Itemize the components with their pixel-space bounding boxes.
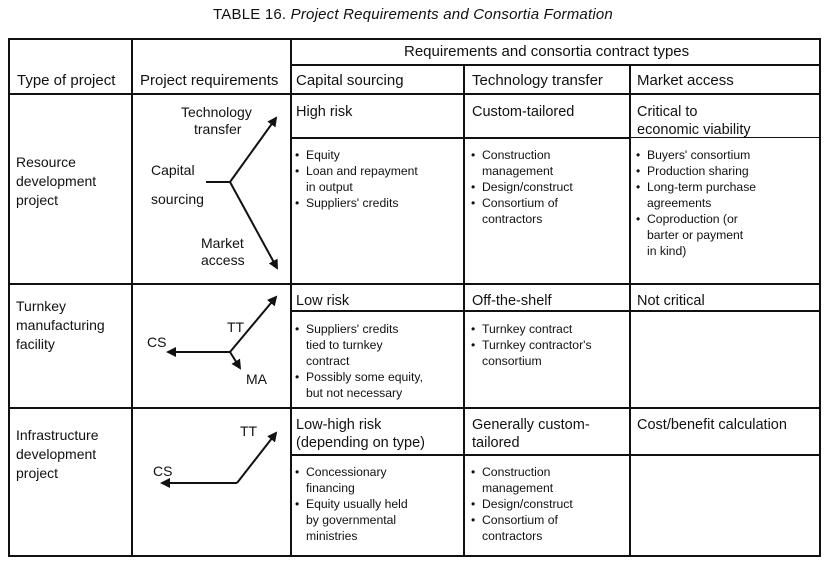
label-line: Technology	[181, 104, 252, 120]
list-item: Design/construct	[471, 179, 573, 195]
label-line: Market	[201, 235, 244, 251]
label-cs-row3: CS	[153, 463, 173, 479]
arrow-tt-row3	[236, 431, 278, 484]
row3-type-line: development	[16, 446, 97, 462]
row2-capital-head: Low risk	[296, 293, 350, 309]
row1-type-line: development	[16, 173, 97, 189]
list-item: Production sharing	[636, 163, 756, 179]
head-line: economic viability	[637, 122, 751, 138]
arrow-ma-row2	[229, 351, 242, 370]
row1-type-line: project	[16, 192, 59, 208]
row2-type-line: manufacturing	[16, 317, 105, 333]
row2-type-line: facility	[16, 336, 55, 352]
row3-type-line: project	[16, 465, 59, 481]
label-line: access	[201, 252, 245, 268]
header-type-of-project: Type of project	[17, 72, 116, 89]
header-technology-transfer: Technology transfer	[472, 72, 603, 89]
group-header-rule	[290, 64, 821, 66]
label-sourcing: sourcing	[151, 191, 204, 207]
row1-market-head: Critical to economic viability	[637, 103, 751, 139]
table-border-bottom	[8, 555, 821, 557]
row1-capital-head: High risk	[296, 104, 353, 120]
row3-type: Infrastructure development project	[16, 426, 98, 483]
row2-type-line: Turnkey	[16, 298, 67, 314]
row2-market-head: Not critical	[637, 293, 705, 309]
row2-type: Turnkey manufacturing facility	[16, 297, 105, 354]
row2-tech-head: Off-the-shelf	[472, 293, 552, 309]
table-border-left	[8, 38, 10, 557]
subrule-r2	[290, 310, 819, 312]
label-tt-row3: TT	[240, 423, 258, 439]
table-border-right	[819, 38, 821, 557]
row1-type-line: Resource	[16, 154, 76, 170]
row2-tech-list: Turnkey contract Turnkey contractor'scon…	[471, 321, 592, 369]
label-capital: Capital	[151, 162, 195, 178]
row-rule-1	[8, 283, 821, 285]
label-tt-row2: TT	[227, 319, 245, 335]
table-number: TABLE 16.	[213, 6, 287, 23]
list-item: Design/construct	[471, 496, 573, 512]
table-name: Project Requirements and Consortia Forma…	[290, 6, 613, 23]
header-project-requirements: Project requirements	[140, 72, 279, 89]
header-rule	[8, 93, 821, 95]
subrule-r1-market	[629, 137, 819, 138]
subrule-r3	[290, 454, 819, 456]
subrule-r1	[290, 137, 629, 139]
label-cs-row2: CS	[147, 334, 167, 350]
head-line: (depending on type)	[296, 435, 425, 451]
row1-tech-head: Custom-tailored	[472, 104, 575, 120]
head-line: tailored	[472, 435, 520, 451]
row-rule-2	[8, 407, 821, 409]
arrow-tt-row2	[229, 295, 278, 353]
list-item: Equity	[295, 147, 418, 163]
row3-capital-head: Low-high risk (depending on type)	[296, 416, 425, 452]
col-divider-2	[290, 38, 292, 557]
list-item: Buyers' consortium	[636, 147, 756, 163]
list-item: Suppliers' credits	[295, 195, 418, 211]
arrow-technology-transfer	[229, 116, 278, 183]
row1-type: Resource development project	[16, 153, 96, 210]
label-technology-transfer: Technology transfer	[181, 104, 252, 138]
requirements-table	[8, 38, 821, 557]
row1-market-list: Buyers' consortium Production sharing Lo…	[636, 147, 756, 259]
header-capital-sourcing: Capital sourcing	[296, 72, 404, 89]
table-title: TABLE 16. Project Requirements and Conso…	[0, 6, 826, 23]
head-line: Generally custom-	[472, 417, 590, 433]
list-item: Turnkey contract	[471, 321, 592, 337]
head-line: Low-high risk	[296, 417, 382, 433]
group-header: Requirements and consortia contract type…	[404, 43, 690, 60]
label-ma-row2: MA	[246, 371, 267, 387]
row3-type-line: Infrastructure	[16, 427, 99, 443]
table-border-top	[8, 38, 821, 40]
col-divider-1	[131, 38, 133, 557]
row3-market-head: Cost/benefit calculation	[637, 417, 787, 433]
arrow-market-access	[229, 181, 278, 270]
label-market-access: Market access	[201, 235, 245, 269]
label-line: transfer	[194, 121, 242, 137]
head-line: Critical to	[637, 104, 698, 120]
row3-tech-head: Generally custom- tailored	[472, 416, 590, 452]
header-market-access: Market access	[637, 72, 734, 89]
list-item: Possibly some equity,but not necessary	[295, 369, 423, 401]
